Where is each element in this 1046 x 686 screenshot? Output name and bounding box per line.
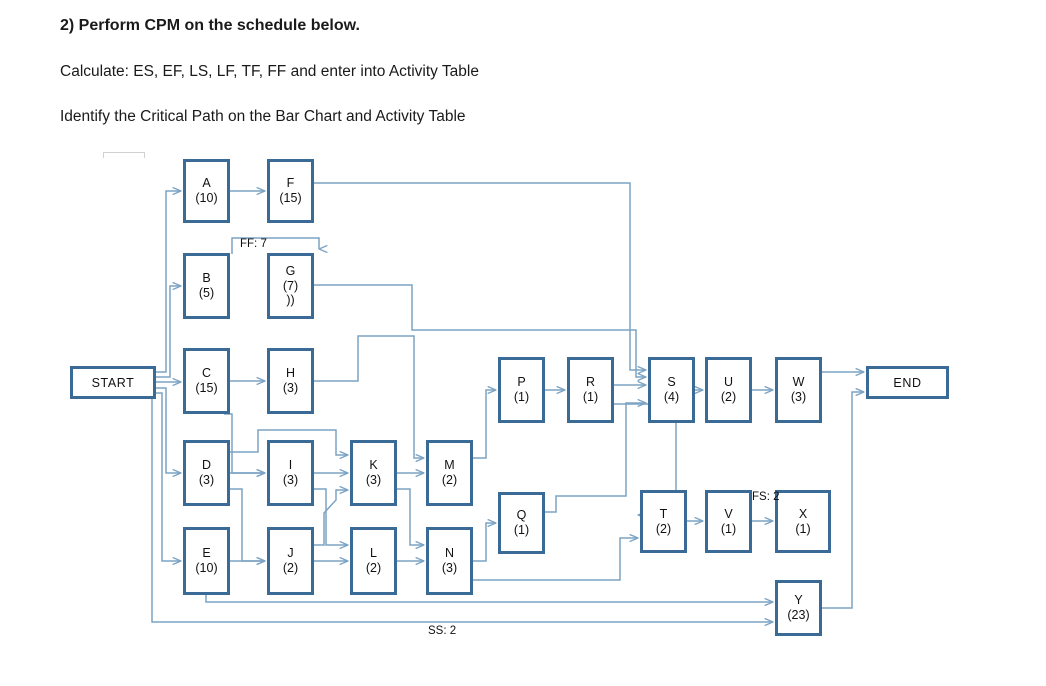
node-f-id: F [286, 176, 295, 191]
prompt-line-1: 2) Perform CPM on the schedule below. [60, 17, 360, 34]
node-f[interactable]: F (15) [267, 159, 314, 223]
edge-j-k [314, 490, 348, 546]
prompt-line-2: Calculate: ES, EF, LS, LF, TF, FF and en… [60, 63, 479, 80]
prompt-line-3: Identify the Critical Path on the Bar Ch… [60, 108, 466, 125]
node-l-dur: (2) [365, 561, 382, 575]
node-e-id: E [202, 546, 211, 561]
node-g-id: G [285, 263, 296, 278]
node-i[interactable]: I (3) [267, 440, 314, 506]
edge-label-ss-2: SS: 2 [428, 625, 457, 637]
node-r-id: R [585, 375, 596, 390]
node-g-extra: )) [286, 293, 295, 308]
node-c[interactable]: C (15) [183, 348, 230, 414]
node-b-id: B [202, 271, 211, 286]
node-i-id: I [288, 458, 293, 473]
node-u-id: U [723, 375, 734, 390]
node-p-id: P [517, 375, 526, 390]
node-l-id: L [370, 546, 377, 561]
node-c-id: C [201, 366, 212, 381]
node-e[interactable]: E (10) [183, 527, 230, 595]
edge-start-e [156, 392, 181, 561]
node-h-id: H [285, 366, 296, 381]
edge-i-l [314, 488, 348, 545]
node-n-dur: (3) [441, 561, 458, 575]
node-y-dur: (23) [787, 608, 810, 622]
edge-start-b [156, 286, 181, 378]
node-p-dur: (1) [513, 390, 530, 404]
node-j[interactable]: J (2) [267, 527, 314, 595]
node-i-dur: (3) [282, 473, 299, 487]
node-g[interactable]: G (7) )) [267, 253, 314, 319]
node-end-label: END [893, 375, 922, 390]
node-p[interactable]: P (1) [498, 357, 545, 423]
node-u-dur: (2) [720, 390, 737, 404]
node-m-dur: (2) [441, 473, 458, 487]
node-h[interactable]: H (3) [267, 348, 314, 414]
node-m[interactable]: M (2) [426, 440, 473, 506]
edge-label-fs-2: FS: 2 [752, 491, 780, 503]
node-l[interactable]: L (2) [350, 527, 397, 595]
node-d-id: D [201, 458, 212, 473]
node-q-id: Q [516, 508, 527, 523]
node-start-label: START [91, 375, 135, 390]
node-start[interactable]: START [70, 366, 156, 399]
node-x[interactable]: X (1) [775, 490, 831, 553]
stray-bracket-artifact [103, 152, 145, 158]
node-x-id: X [798, 506, 808, 521]
node-r[interactable]: R (1) [567, 357, 614, 423]
node-x-dur: (1) [795, 521, 811, 536]
node-v-id: V [724, 506, 733, 521]
edge-start-a [156, 191, 181, 373]
node-w[interactable]: W (3) [775, 357, 822, 423]
node-r-dur: (1) [582, 390, 599, 404]
node-a-dur: (10) [195, 191, 218, 205]
node-k[interactable]: K (3) [350, 440, 397, 506]
edge-f-s [314, 182, 646, 370]
node-s-dur: (4) [663, 390, 680, 404]
node-b-dur: (5) [198, 286, 215, 300]
node-s-id: S [667, 375, 676, 390]
node-d[interactable]: D (3) [183, 440, 230, 506]
node-h-dur: (3) [282, 381, 299, 395]
node-j-id: J [287, 546, 294, 561]
node-t-id: T [659, 506, 668, 521]
node-m-id: M [444, 458, 455, 473]
node-k-id: K [369, 458, 378, 473]
node-j-dur: (2) [282, 561, 299, 575]
node-c-dur: (15) [195, 381, 218, 395]
node-b[interactable]: B (5) [183, 253, 230, 319]
node-v-dur: (1) [720, 521, 737, 536]
node-w-dur: (3) [790, 390, 807, 404]
edge-d-j [230, 488, 265, 561]
node-t-dur: (2) [655, 521, 672, 536]
node-g-dur: (7) [282, 278, 299, 293]
node-t[interactable]: T (2) [640, 490, 687, 553]
node-a[interactable]: A (10) [183, 159, 230, 223]
node-d-dur: (3) [198, 473, 215, 487]
edge-c-i [224, 413, 265, 473]
edge-n-q [473, 523, 496, 562]
node-v[interactable]: V (1) [705, 490, 752, 553]
edge-m-p [473, 390, 496, 459]
edge-k-n [397, 488, 424, 545]
node-a-id: A [202, 176, 211, 191]
node-n[interactable]: N (3) [426, 527, 473, 595]
node-u[interactable]: U (2) [705, 357, 752, 423]
node-e-dur: (10) [195, 561, 218, 575]
node-k-dur: (3) [365, 473, 382, 487]
node-w-id: W [792, 375, 805, 390]
node-n-id: N [444, 546, 455, 561]
node-q[interactable]: Q (1) [498, 492, 545, 554]
edge-label-ff-7: FF: 7 [240, 238, 267, 250]
node-f-dur: (15) [279, 191, 302, 205]
edge-start-d [156, 387, 181, 473]
node-q-dur: (1) [513, 523, 530, 537]
edge-e-y [205, 595, 773, 602]
node-y[interactable]: Y (23) [775, 580, 822, 636]
node-y-id: Y [794, 593, 803, 608]
node-s[interactable]: S (4) [648, 357, 695, 423]
node-end[interactable]: END [866, 366, 949, 399]
